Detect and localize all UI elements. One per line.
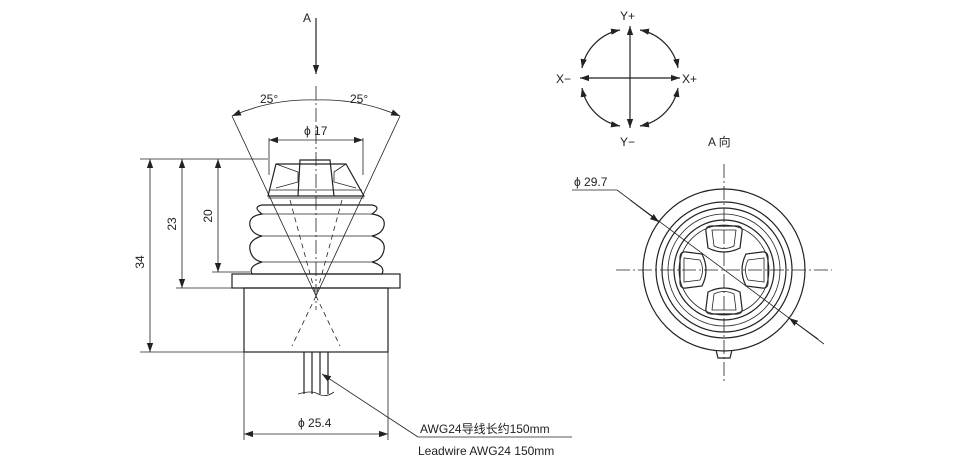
outer-diameter-arrow-2	[788, 317, 819, 340]
knob-fin-bottom	[705, 287, 743, 315]
knob-fins	[679, 225, 769, 315]
knob-fin-left	[679, 251, 707, 289]
rotation-arc-top-left	[580, 28, 621, 69]
tilt-limit-line-right	[315, 115, 401, 297]
tilt-angle-arc-left	[231, 99, 317, 117]
height-20-label: 20	[201, 209, 215, 223]
tilt-cone-lower-left	[291, 295, 317, 347]
rotation-arc-top-right	[639, 28, 680, 69]
height-23-label: 23	[165, 217, 179, 231]
knob-fin-left	[275, 163, 299, 189]
knob-fin-right	[741, 251, 769, 289]
boot-mid-circle	[667, 213, 781, 327]
body-circle	[655, 201, 793, 339]
outer-diameter-arrow-1	[629, 199, 660, 223]
height-34-label: 34	[133, 255, 147, 269]
tilt-angle-right-label: 25°	[350, 92, 368, 106]
knob-fin-right	[333, 163, 357, 189]
tilt-cone-lower-right	[315, 295, 341, 347]
tilt-angle-arc-right	[315, 99, 401, 117]
body-diameter-label: ϕ 25.4	[298, 416, 332, 430]
boot-outer-circle	[661, 207, 787, 333]
tilt-angle-left-label: 25°	[260, 92, 278, 106]
lead-note-cn: AWG24导线长约150mm	[420, 421, 550, 436]
knob-fin-bottom-inner	[711, 291, 737, 311]
top-view: A 向 ϕ 29.7	[572, 134, 832, 384]
knob-fin-right-inner	[745, 257, 765, 283]
bellows-boot	[249, 204, 385, 275]
outer-diameter-label: ϕ 29.7	[574, 175, 608, 189]
axis-symbol: Y+ Y− X− X+	[556, 9, 697, 149]
tilt-limit-line-left	[231, 115, 317, 297]
x-plus-label: X+	[682, 72, 697, 86]
y-minus-label: Y−	[620, 135, 635, 149]
knob-head-center	[297, 159, 335, 197]
tilt-cone-right	[315, 199, 343, 297]
lead-note-leader	[321, 373, 419, 438]
knob-fin-top	[705, 225, 743, 253]
lead-wire-break	[297, 391, 335, 396]
bellows-folds	[262, 213, 372, 263]
view-direction-label: A	[303, 11, 311, 25]
top-diameter-label: ϕ 17	[304, 124, 328, 138]
alignment-notch	[715, 349, 733, 359]
boot-inner-circle	[673, 219, 775, 321]
knob-fin-left-inner	[683, 257, 703, 283]
front-view: A 25° 25° ϕ 17	[133, 11, 572, 458]
outer-flange-circle	[642, 188, 806, 352]
top-view-title: A 向	[708, 134, 731, 149]
knob-circle	[678, 224, 770, 316]
rotation-arc-bottom-left	[580, 87, 621, 128]
tilt-cone-left	[289, 199, 317, 297]
sensor-body	[243, 287, 389, 353]
x-minus-label: X−	[556, 72, 571, 86]
lead-note-en: Leadwire AWG24 150mm	[418, 444, 554, 458]
y-plus-label: Y+	[620, 9, 635, 23]
rotation-arc-bottom-right	[639, 87, 680, 128]
knob-fin-top-inner	[711, 229, 737, 249]
